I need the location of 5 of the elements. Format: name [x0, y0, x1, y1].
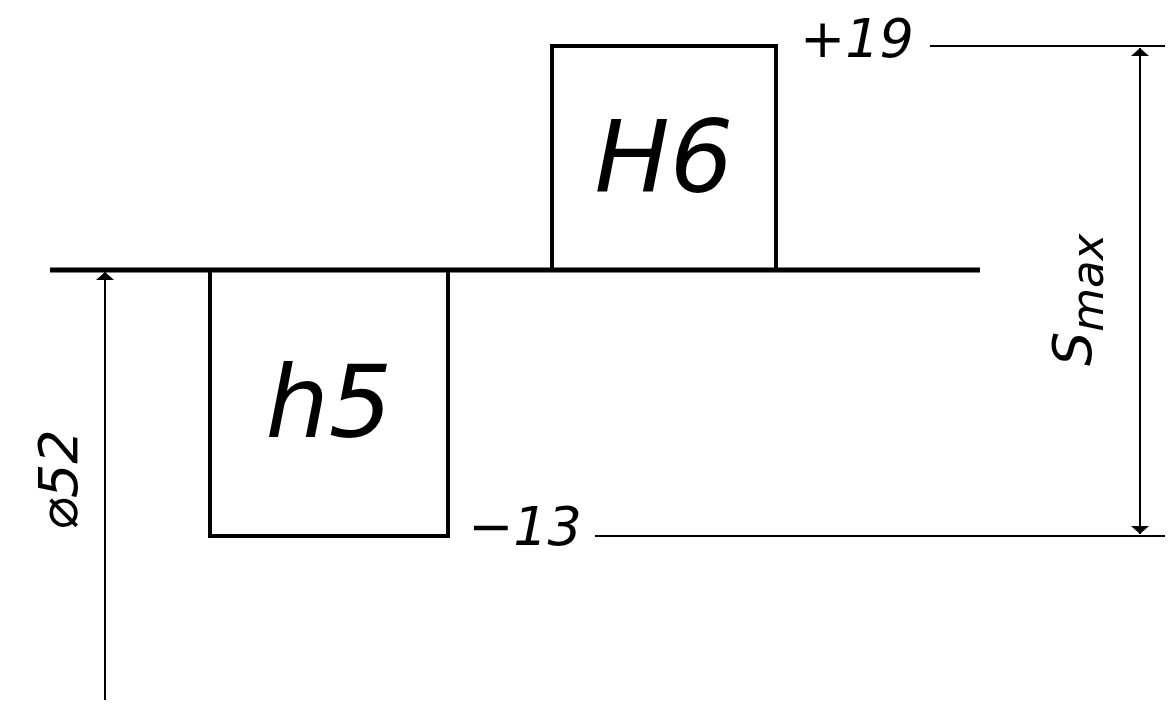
deviation-value: −13	[468, 500, 582, 554]
diameter-dimension: ⌀52	[31, 429, 86, 531]
tolerance-field-label: h5	[265, 353, 393, 453]
deviation-value: +19	[800, 12, 914, 66]
tolerance-field-label: H6	[594, 108, 734, 208]
